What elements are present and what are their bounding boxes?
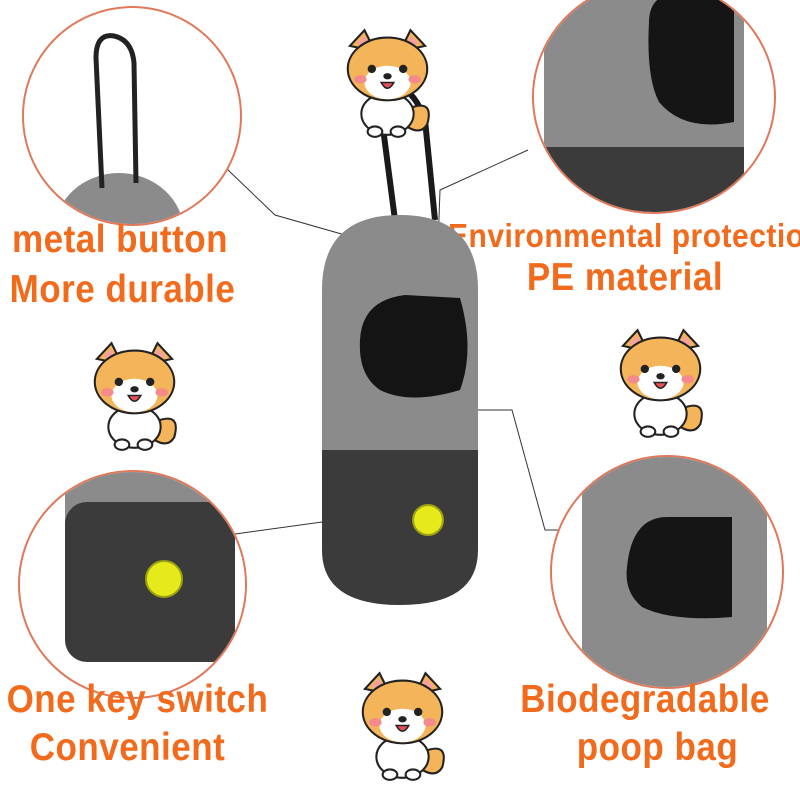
feature-2-line1: Environmental protection [448, 218, 800, 255]
feature-3-line2: Convenient [29, 726, 226, 769]
detail-circle-one-key-switch [18, 470, 247, 699]
detail-circle-pe-material [532, 0, 776, 214]
shiba-dog-icon [350, 668, 455, 783]
feature-3-line1: One key switch [6, 678, 269, 721]
feature-1-line2: More durable [9, 268, 236, 311]
feature-4-line2: poop bag [576, 726, 739, 769]
detail-circle-metal-button [22, 6, 242, 226]
switch-button-icon [412, 504, 444, 536]
shiba-dog-icon [608, 325, 713, 440]
poop-bag-dispenser [322, 84, 478, 605]
detail-circle-biodegradable-bag [550, 455, 784, 689]
feature-1-line1: metal button [12, 218, 228, 261]
shiba-dog-icon [82, 338, 187, 453]
feature-4-line1: Biodegradable [520, 678, 770, 721]
shiba-dog-icon [335, 25, 440, 140]
feature-2-line2: PE material [526, 256, 724, 299]
